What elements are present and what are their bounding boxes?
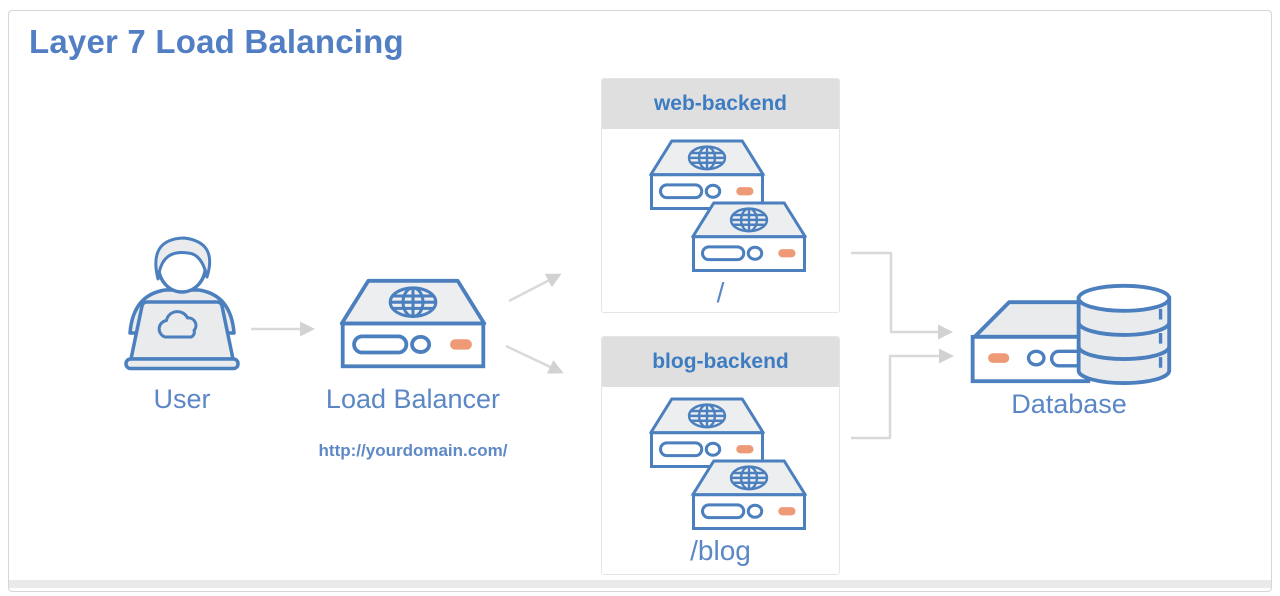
cloud-icon <box>157 310 198 339</box>
database-label: Database <box>1011 389 1127 419</box>
blog-backend-group: blog-backend /blog <box>601 336 840 575</box>
blog-backend-path: /blog <box>690 535 751 566</box>
person-at-laptop-icon <box>124 236 240 371</box>
diagram-title: Layer 7 Load Balancing <box>29 23 404 60</box>
server-database-cylinder-icon <box>970 283 1172 386</box>
web-backend-path: / <box>716 277 725 308</box>
diagram-card: Layer 7 Load Balancing User Load Balance… <box>8 10 1272 592</box>
blog-backend-body: /blog <box>602 387 839 574</box>
user-node: User <box>109 233 255 415</box>
arrow-web-backend-to-database <box>851 251 953 340</box>
server-globe-icon <box>689 458 809 533</box>
bottom-divider <box>9 580 1271 588</box>
server-globe-icon <box>689 200 809 275</box>
web-backend-body: / <box>602 129 839 312</box>
load-balancer-server-icon <box>337 277 489 372</box>
load-balancer-url: http://yourdomain.com/ <box>318 441 508 460</box>
user-label: User <box>153 384 211 414</box>
load-balancer-node: Load Balancer http://yourdomain.com/ <box>303 277 523 461</box>
web-backend-title: web-backend <box>602 79 839 129</box>
arrow-blog-backend-to-database <box>851 348 954 440</box>
web-backend-group: web-backend / <box>601 78 840 313</box>
load-balancer-label: Load Balancer <box>325 384 501 414</box>
blog-backend-title: blog-backend <box>602 337 839 387</box>
database-node: Database <box>961 279 1177 420</box>
